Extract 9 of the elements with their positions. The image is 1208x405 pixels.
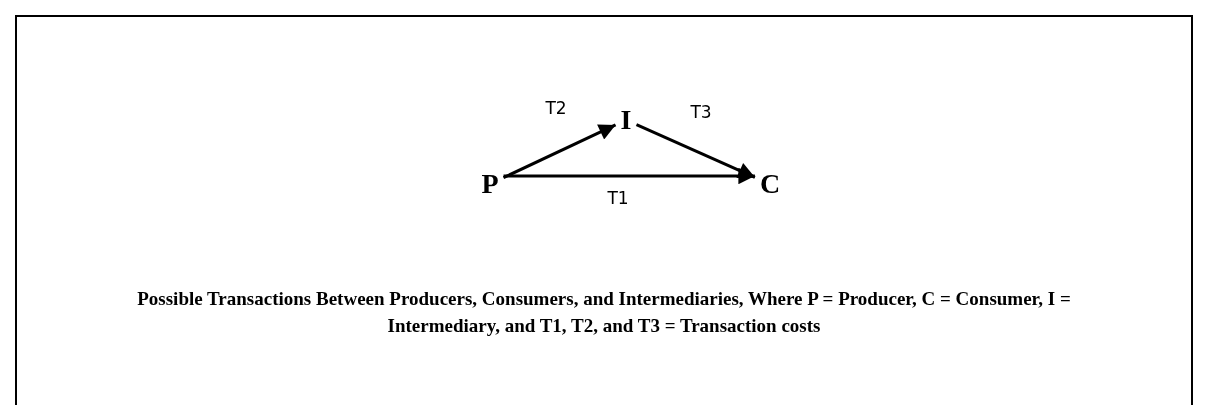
edge-label: T1: [606, 189, 630, 207]
node-letter: C: [757, 170, 783, 198]
caption: Possible Transactions Between Producers, Consumers, and Intermediaries, Where P = Producer, C = Consumer, I = Intermediary, and T1, T2, and T3 = Transaction costs: [136, 287, 1072, 338]
arrow: [502, 123, 617, 179]
node-letter: P: [479, 170, 501, 198]
edge-label: T2: [544, 99, 568, 117]
arrow: [503, 167, 755, 185]
node-letter: I: [618, 106, 634, 134]
edge-label: T3: [689, 103, 713, 121]
